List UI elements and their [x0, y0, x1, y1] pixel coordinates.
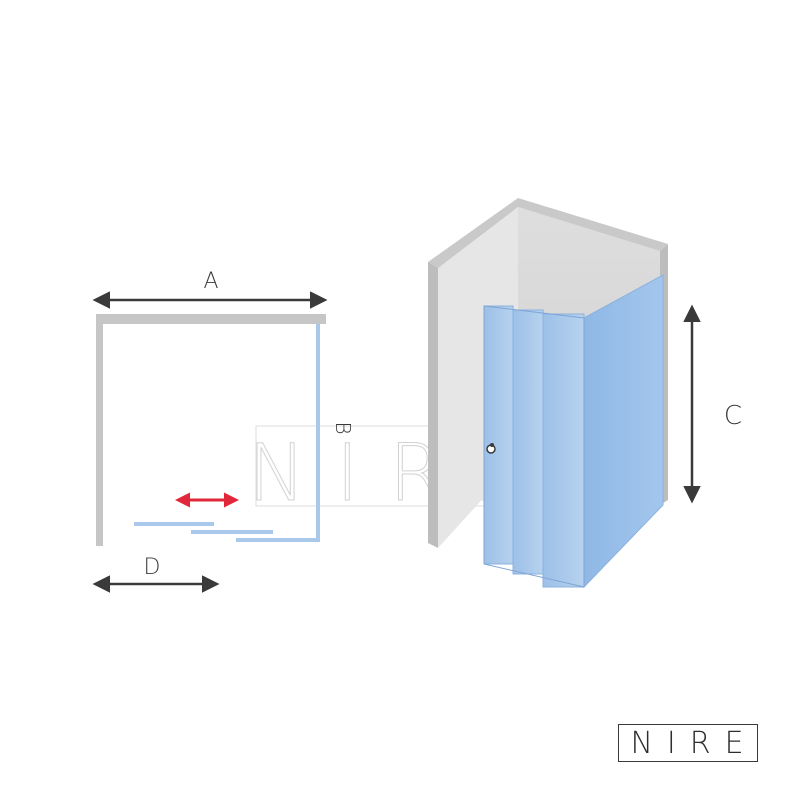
wall-top-edge	[428, 198, 668, 268]
plan-sliding-panel-2	[191, 530, 273, 534]
plan-sliding-panel-1	[134, 522, 214, 526]
plan-view: A B D	[92, 269, 355, 593]
left-wall-edge	[428, 262, 438, 548]
side-glass-panel	[583, 274, 664, 589]
plan-top-wall	[96, 314, 326, 324]
dimension-label-b: B	[331, 421, 355, 434]
brand-logo: NIRE	[618, 724, 758, 762]
perspective-view: C	[428, 198, 742, 589]
front-glass-outline	[483, 305, 585, 588]
plan-side-glass	[316, 324, 320, 540]
front-glass-panel-1	[483, 305, 514, 565]
front-glass-panel-3	[542, 313, 585, 588]
plan-sliding-panel-3	[236, 538, 320, 542]
dimension-label-c: C	[724, 401, 742, 431]
dimension-label-a: A	[203, 269, 218, 294]
front-glass-panel-2	[512, 309, 544, 575]
dimension-label-d: D	[144, 555, 161, 580]
plan-left-wall	[96, 314, 103, 546]
door-handle-top	[490, 443, 494, 447]
